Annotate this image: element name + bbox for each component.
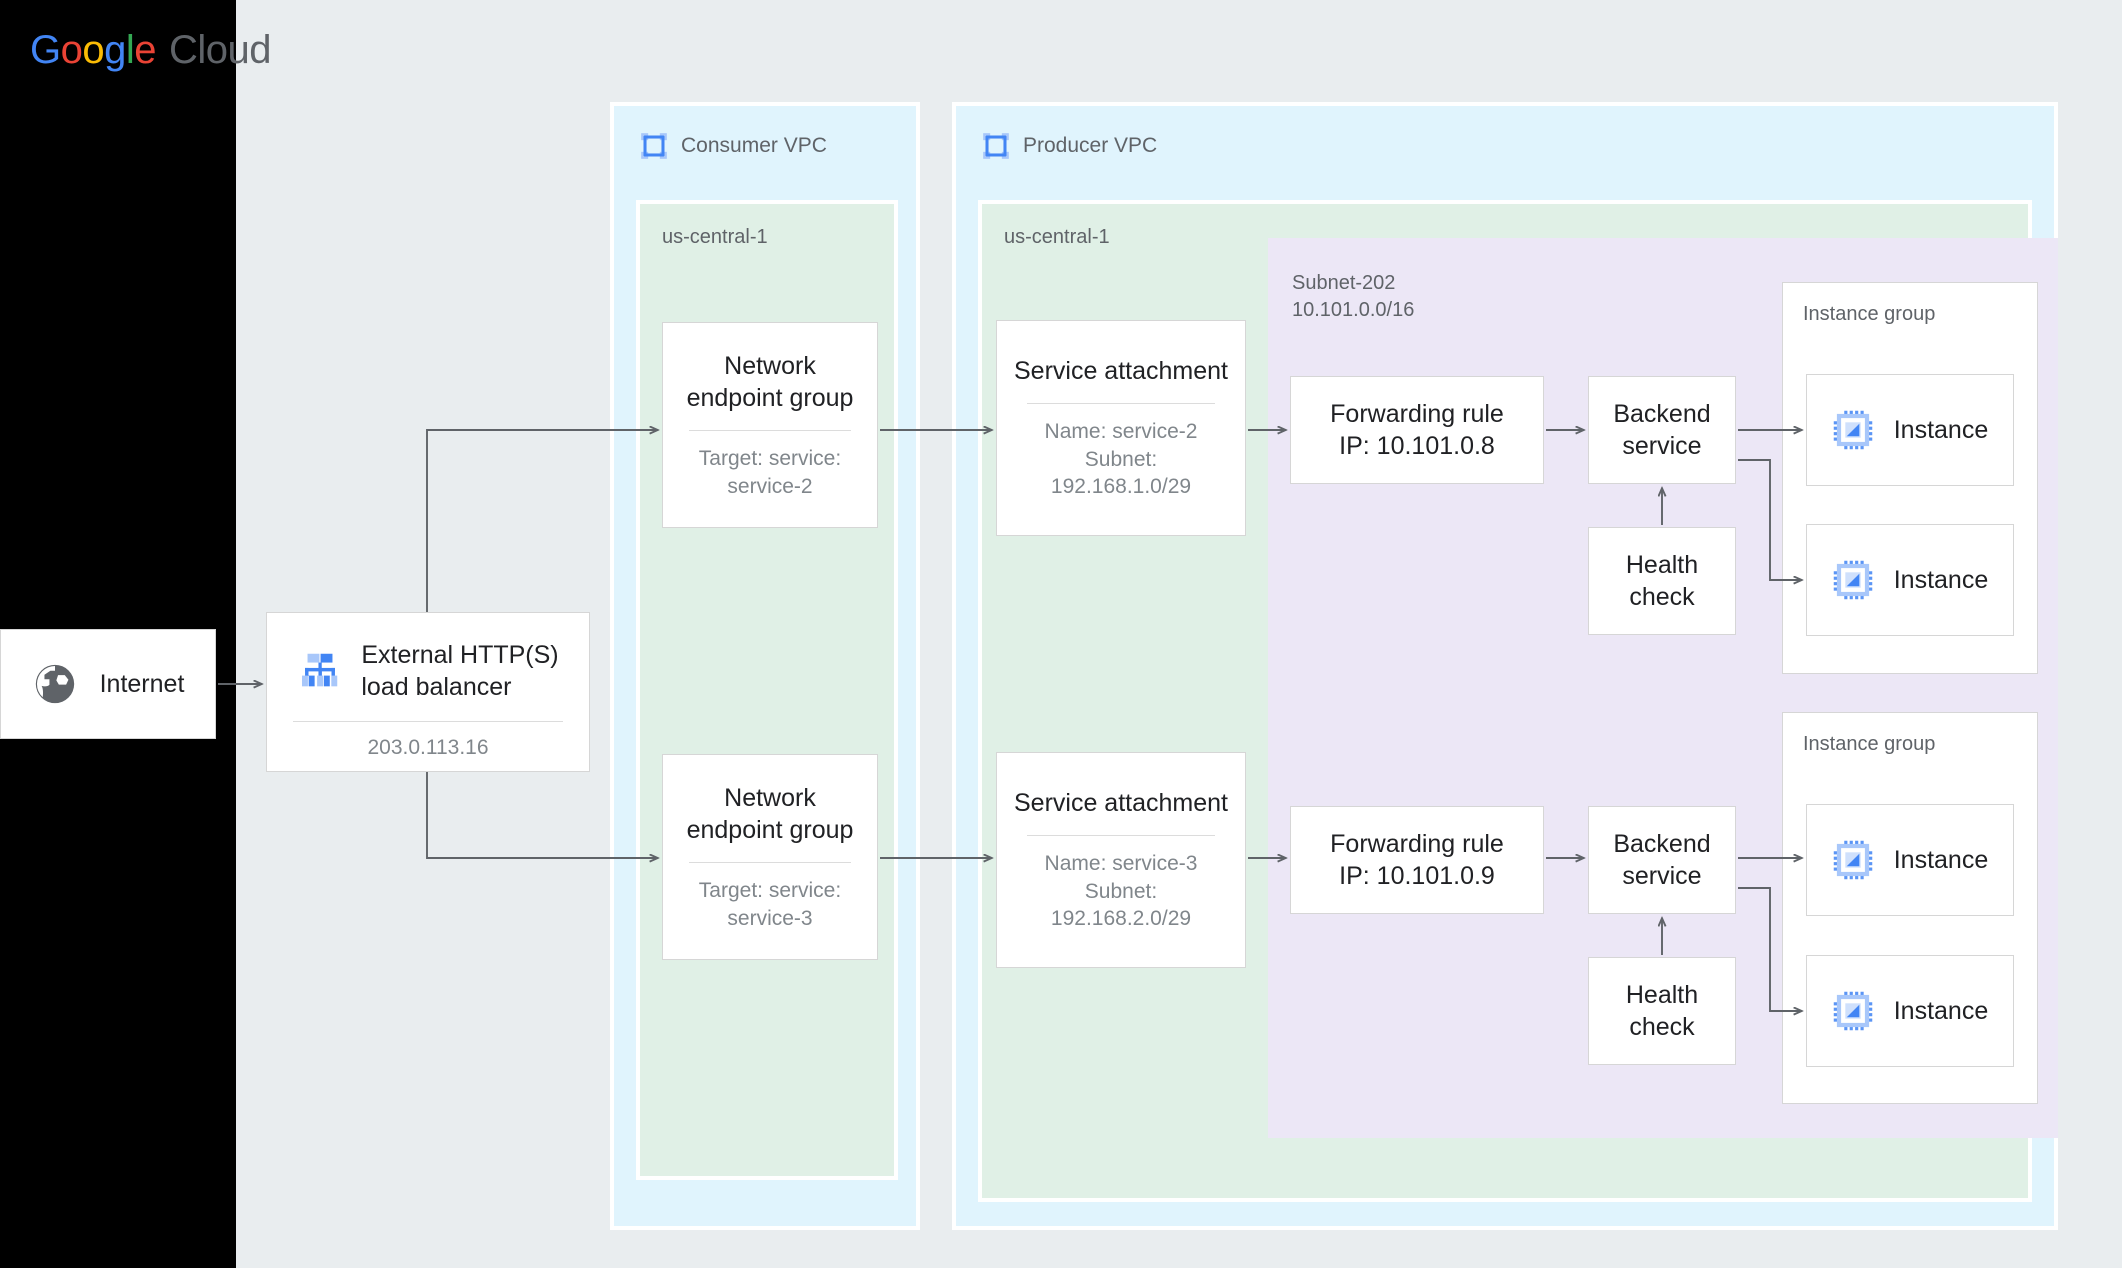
neg-2-sub-line1: Target: service: bbox=[698, 878, 842, 902]
backend-service-1[interactable]: Backend service bbox=[1588, 376, 1736, 484]
service-attachment-1-name: Name: service-2 bbox=[1044, 419, 1198, 443]
logo-letter-o1: o bbox=[60, 28, 83, 72]
service-attachment-2-subnet-cidr: 192.168.2.0/29 bbox=[1050, 907, 1192, 931]
neg-2-divider bbox=[688, 861, 852, 863]
globe-icon bbox=[35, 664, 74, 704]
load-balancer-divider bbox=[292, 721, 564, 722]
instance-2b-label: Instance bbox=[1893, 996, 1989, 1025]
consumer-vpc-label: Consumer VPC bbox=[681, 134, 827, 157]
backend-service-1-text: Backend service bbox=[1613, 398, 1710, 462]
load-balancer-icon bbox=[302, 653, 338, 687]
forwarding-rule-1-text: Forwarding rule IP: 10.101.0.8 bbox=[1330, 398, 1504, 462]
health-check-1-line2: check bbox=[1629, 583, 1695, 611]
forwarding-rule-1-line1: Forwarding rule bbox=[1330, 400, 1504, 428]
instance-2a-label: Instance bbox=[1893, 845, 1989, 874]
network-endpoint-group-1[interactable]: Network endpoint group Target: service: … bbox=[662, 322, 878, 528]
neg-1-subtitle: Target: service: service-2 bbox=[699, 445, 841, 501]
logo-letter-g1: G bbox=[30, 28, 61, 72]
instance-icon bbox=[1833, 991, 1872, 1031]
subnet-label: Subnet-202 10.101.0.0/16 bbox=[1292, 270, 1414, 324]
instance-1a[interactable]: Instance bbox=[1806, 374, 2014, 486]
load-balancer-title-line1: External HTTP(S) bbox=[361, 641, 559, 669]
health-check-1-text: Health check bbox=[1626, 549, 1698, 613]
service-attachment-1-subtitle: Name: service-2 Subnet: 192.168.1.0/29 bbox=[1045, 418, 1198, 502]
neg-2-sub-line2: service-3 bbox=[727, 906, 813, 930]
consumer-region-label: us-central-1 bbox=[662, 226, 768, 248]
logo-letter-e: e bbox=[134, 28, 157, 72]
backend-service-1-line2: service bbox=[1622, 432, 1702, 460]
instance-group-2-label: Instance group bbox=[1803, 733, 1936, 755]
neg-2-subtitle: Target: service: service-3 bbox=[699, 877, 841, 933]
neg-2-title-line2: endpoint group bbox=[686, 815, 854, 844]
forwarding-rule-2-text: Forwarding rule IP: 10.101.0.9 bbox=[1330, 828, 1504, 892]
forwarding-rule-1-line2: IP: 10.101.0.8 bbox=[1339, 432, 1495, 460]
subnet-name: Subnet-202 bbox=[1292, 272, 1396, 294]
logo-letter-g2: g bbox=[104, 28, 126, 72]
producer-vpc-label: Producer VPC bbox=[1023, 134, 1158, 157]
service-attachment-1-subnet-cidr: 192.168.1.0/29 bbox=[1050, 475, 1192, 499]
backend-service-2-line2: service bbox=[1622, 862, 1702, 890]
google-cloud-logo: Google Cloud bbox=[30, 28, 272, 73]
forwarding-rule-2-line1: Forwarding rule bbox=[1330, 830, 1504, 858]
instance-group-1-label: Instance group bbox=[1803, 303, 1936, 325]
subnet-cidr: 10.101.0.0/16 bbox=[1292, 299, 1415, 321]
load-balancer-ip: 203.0.113.16 bbox=[367, 736, 489, 759]
health-check-2-text: Health check bbox=[1626, 979, 1698, 1043]
internet-label: Internet bbox=[99, 669, 185, 698]
service-attachment-1[interactable]: Service attachment Name: service-2 Subne… bbox=[996, 320, 1246, 536]
service-attachment-2-name: Name: service-3 bbox=[1044, 851, 1198, 875]
service-attachment-1-subnet-label: Subnet: bbox=[1084, 447, 1158, 471]
logo-letter-o2: o bbox=[82, 28, 105, 72]
neg-1-title-line1: Network bbox=[724, 351, 816, 380]
neg-1-title: Network endpoint group bbox=[687, 350, 854, 414]
health-check-2[interactable]: Health check bbox=[1588, 957, 1736, 1065]
neg-1-sub-line1: Target: service: bbox=[698, 446, 842, 470]
backend-service-2-text: Backend service bbox=[1613, 828, 1710, 892]
instance-2a[interactable]: Instance bbox=[1806, 804, 2014, 916]
neg-1-title-line2: endpoint group bbox=[686, 383, 854, 412]
instance-1b-label: Instance bbox=[1893, 565, 1989, 594]
forwarding-rule-1[interactable]: Forwarding rule IP: 10.101.0.8 bbox=[1290, 376, 1544, 484]
logo-word-cloud: Cloud bbox=[169, 28, 272, 72]
instance-1a-label: Instance bbox=[1893, 415, 1989, 444]
service-attachment-2-divider bbox=[1026, 834, 1216, 836]
vpc-icon bbox=[641, 133, 667, 159]
neg-2-title: Network endpoint group bbox=[687, 782, 854, 846]
instance-icon bbox=[1833, 410, 1872, 450]
instance-icon bbox=[1833, 840, 1872, 880]
service-attachment-2-subtitle: Name: service-3 Subnet: 192.168.2.0/29 bbox=[1045, 850, 1198, 934]
backend-service-2[interactable]: Backend service bbox=[1588, 806, 1736, 914]
consumer-vpc-header: Consumer VPC bbox=[640, 132, 827, 160]
producer-region-label: us-central-1 bbox=[1004, 226, 1110, 248]
health-check-2-line2: check bbox=[1629, 1013, 1695, 1041]
load-balancer-title: External HTTP(S) load balancer bbox=[361, 639, 558, 703]
instance-1b[interactable]: Instance bbox=[1806, 524, 2014, 636]
vpc-icon bbox=[983, 133, 1009, 159]
load-balancer-node[interactable]: External HTTP(S) load balancer 203.0.113… bbox=[266, 612, 590, 772]
health-check-1[interactable]: Health check bbox=[1588, 527, 1736, 635]
health-check-2-line1: Health bbox=[1625, 981, 1699, 1009]
forwarding-rule-2[interactable]: Forwarding rule IP: 10.101.0.9 bbox=[1290, 806, 1544, 914]
logo-letter-l: l bbox=[125, 28, 135, 72]
service-attachment-1-title: Service attachment bbox=[1014, 356, 1228, 385]
load-balancer-title-line2: load balancer bbox=[361, 673, 512, 701]
internet-node[interactable]: Internet bbox=[0, 629, 216, 739]
neg-1-divider bbox=[688, 429, 852, 431]
backend-service-1-line1: Backend bbox=[1613, 400, 1711, 428]
load-balancer-heading: External HTTP(S) load balancer bbox=[297, 639, 559, 703]
network-endpoint-group-2[interactable]: Network endpoint group Target: service: … bbox=[662, 754, 878, 960]
forwarding-rule-2-line2: IP: 10.101.0.9 bbox=[1339, 862, 1495, 890]
service-attachment-2-title: Service attachment bbox=[1014, 788, 1228, 817]
backend-service-2-line1: Backend bbox=[1613, 830, 1711, 858]
instance-2b[interactable]: Instance bbox=[1806, 955, 2014, 1067]
service-attachment-2-subnet-label: Subnet: bbox=[1084, 879, 1158, 903]
service-attachment-2[interactable]: Service attachment Name: service-3 Subne… bbox=[996, 752, 1246, 968]
instance-icon bbox=[1833, 560, 1872, 600]
producer-vpc-header: Producer VPC bbox=[982, 132, 1157, 160]
neg-1-sub-line2: service-2 bbox=[727, 474, 813, 498]
health-check-1-line1: Health bbox=[1625, 551, 1699, 579]
service-attachment-1-divider bbox=[1026, 402, 1216, 404]
neg-2-title-line1: Network bbox=[724, 783, 816, 812]
